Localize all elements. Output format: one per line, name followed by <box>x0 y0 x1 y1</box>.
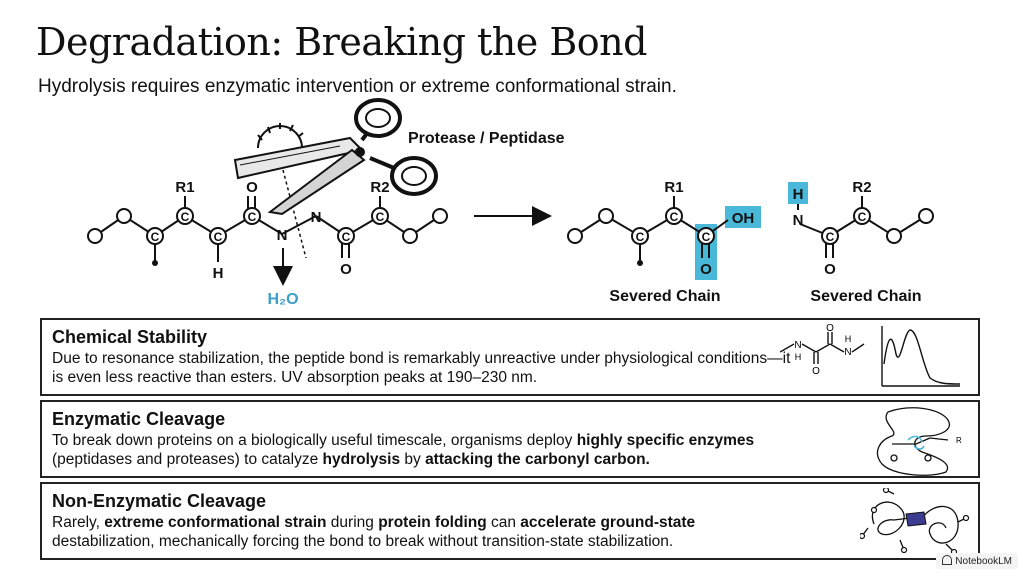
panel-text: Due to resonance stabilization, the pept… <box>52 350 791 386</box>
peptide-structure-and-uv-spectrum-icon: N H N H O O <box>780 324 961 387</box>
svg-text:OH: OH <box>732 210 755 227</box>
svg-text:O: O <box>700 261 712 278</box>
svg-text:C: C <box>702 230 711 244</box>
svg-text:O: O <box>340 261 352 278</box>
svg-text:N: N <box>844 347 851 358</box>
panel-text: To break down proteins on a biologically… <box>52 432 755 468</box>
amine-hydrogen-highlight <box>788 182 808 204</box>
svg-text:N: N <box>277 227 288 244</box>
svg-text:O: O <box>826 324 834 334</box>
svg-text:C: C <box>376 210 385 224</box>
peptide-hydrolysis-diagram: C C C C C C R1 R2 O O H N N H₂O Protease… <box>87 98 934 308</box>
svg-text:R1: R1 <box>175 179 194 196</box>
page-title: Degradation: Breaking the Bond <box>36 20 647 64</box>
svg-text:N: N <box>793 212 804 229</box>
folded-protein-icon <box>860 488 970 556</box>
svg-text:C: C <box>826 230 835 244</box>
severed-chain-a: C C C R1 OH O <box>567 179 761 280</box>
svg-text:N: N <box>794 340 801 351</box>
hydroxyl-highlight <box>725 206 761 228</box>
svg-text:O: O <box>246 179 258 196</box>
notebooklm-brand-badge: NotebookLM <box>936 553 1018 569</box>
panel-enzymatic-cleavage: Enzymatic Cleavage To break down protein… <box>40 400 980 478</box>
intact-peptide-chain <box>94 196 441 262</box>
panel-chemical-stability: Chemical Stability Due to resonance stab… <box>40 318 980 396</box>
svg-text:H: H <box>795 352 802 362</box>
panel-title: Chemical Stability <box>52 327 208 347</box>
intact-chain-labels: C C C C C C R1 R2 O O H N N <box>151 179 390 282</box>
svg-text:C: C <box>636 230 645 244</box>
svg-text:R: R <box>956 436 962 445</box>
hydrogen-dot <box>152 260 158 266</box>
svg-text:C: C <box>670 210 679 224</box>
svg-text:H: H <box>793 186 804 203</box>
panel-text: Rarely, extreme conformational strain du… <box>52 514 696 550</box>
svg-text:O: O <box>812 366 820 377</box>
water-label: H₂O <box>267 291 298 308</box>
svg-text:C: C <box>214 230 223 244</box>
intact-chain-nodes <box>87 207 448 245</box>
panel-title: Non-Enzymatic Cleavage <box>52 491 267 511</box>
svg-text:H: H <box>213 265 224 282</box>
svg-text:C: C <box>181 210 190 224</box>
svg-text:C: C <box>248 210 257 224</box>
svg-text:C: C <box>342 230 351 244</box>
svg-text:C: C <box>858 210 867 224</box>
svg-text:R2: R2 <box>370 179 389 196</box>
panel-non-enzymatic-cleavage: Non-Enzymatic Cleavage Rarely, extreme c… <box>40 482 980 560</box>
enzyme-active-site-icon: R <box>876 407 962 476</box>
svg-text:N: N <box>311 209 322 226</box>
page-subtitle: Hydrolysis requires enzymatic interventi… <box>38 76 677 97</box>
svg-text:O: O <box>824 261 836 278</box>
severed-chain-b: C C H N R2 O <box>788 179 934 278</box>
enzyme-label: Protease / Peptidase <box>408 130 565 147</box>
svg-text:R2: R2 <box>852 179 871 196</box>
cleavage-line <box>282 169 307 259</box>
brand-label: NotebookLM <box>955 556 1012 567</box>
severed-chain-label-right: Severed Chain <box>810 288 921 305</box>
svg-text:C: C <box>151 230 160 244</box>
notebooklm-logo-icon <box>942 555 953 565</box>
severed-chain-label-left: Severed Chain <box>609 288 720 305</box>
svg-text:H: H <box>845 334 852 344</box>
svg-text:R1: R1 <box>664 179 683 196</box>
scissors-icon <box>233 98 438 216</box>
panel-title: Enzymatic Cleavage <box>52 409 226 429</box>
